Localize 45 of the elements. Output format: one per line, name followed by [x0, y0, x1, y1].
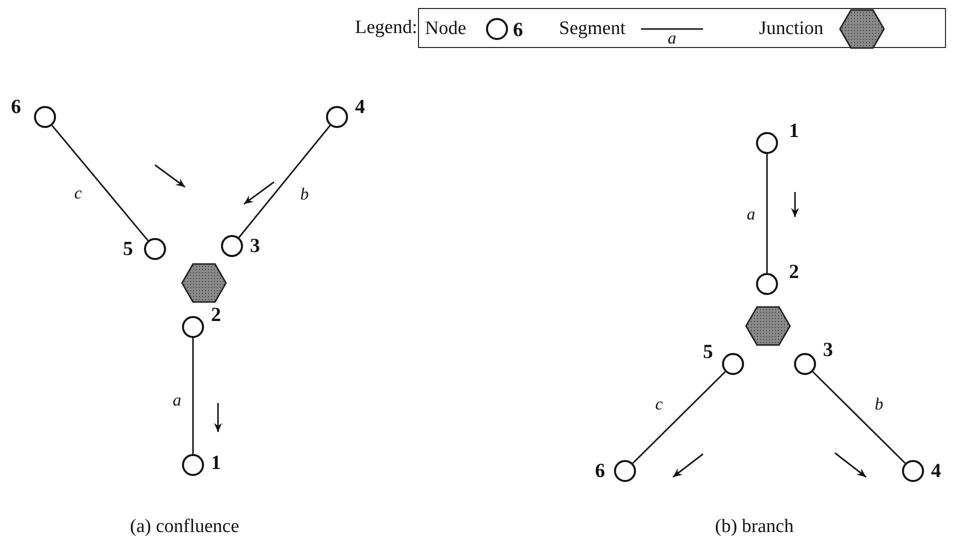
node-number: 5 — [703, 342, 713, 362]
segment-line — [812, 371, 906, 464]
segment-line — [766, 154, 768, 273]
legend-text: Junction — [759, 19, 824, 38]
node-number: 6 — [595, 461, 605, 481]
segment-line — [192, 338, 194, 454]
node-circle — [182, 316, 204, 338]
node-circle — [221, 235, 243, 257]
node-circle — [902, 460, 924, 482]
edge-label: a — [172, 392, 182, 408]
legend-text: Segment — [559, 19, 626, 38]
legend-text: Node — [425, 19, 466, 38]
node-circle — [326, 106, 348, 128]
node-circle — [34, 106, 56, 128]
node-number: 6 — [513, 20, 523, 40]
node-number: 1 — [211, 453, 221, 473]
segment-label: a — [668, 30, 676, 46]
edge-label: c — [74, 184, 82, 202]
node-circle — [722, 353, 744, 375]
edge-label: b — [300, 185, 309, 202]
node-number: 6 — [11, 97, 21, 117]
node-circle — [182, 454, 204, 476]
node-number: 1 — [789, 121, 799, 141]
node-circle — [144, 238, 166, 260]
node-circle — [794, 353, 816, 375]
segment-line — [238, 125, 331, 238]
node-circle — [756, 273, 778, 295]
node-number: 4 — [355, 97, 365, 117]
segment-line — [51, 124, 149, 242]
segment-line — [632, 371, 726, 464]
edge-label: a — [746, 205, 756, 222]
node-number: 5 — [123, 239, 133, 259]
node-number: 2 — [211, 305, 221, 325]
node-number: 4 — [931, 461, 941, 481]
edge-label: c — [655, 395, 663, 412]
node-circle — [486, 18, 508, 40]
legend-title: Legend: — [355, 18, 418, 37]
node-number: 3 — [250, 236, 260, 256]
node-number: 2 — [789, 262, 799, 282]
diagram-caption: (a) confluence — [130, 517, 240, 536]
edge-label: b — [874, 395, 884, 412]
node-number: 3 — [823, 340, 833, 360]
node-circle — [756, 132, 778, 154]
diagram-caption: (b) branch — [715, 517, 794, 536]
node-circle — [614, 460, 636, 482]
